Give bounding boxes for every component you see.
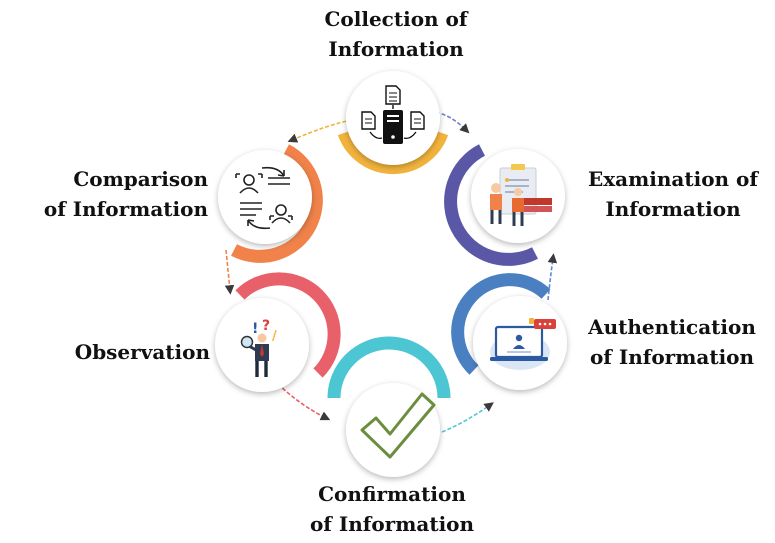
label-examination-line2: Information (605, 197, 741, 221)
arrow-examination-to-authentication (547, 253, 558, 301)
clipboard-person-icon (490, 164, 552, 226)
label-confirmation-line2: of Information (309, 512, 475, 536)
server-documents-icon (361, 85, 425, 144)
label-confirmation: Confirmation of Information (280, 479, 504, 539)
circle-comparison (218, 150, 312, 244)
people-compare-icon (235, 166, 293, 230)
arc-observation (235, 272, 341, 378)
arrow-confirmation-to-observation (277, 383, 331, 421)
label-examination: Examination of Information (578, 164, 768, 224)
arrow-comparison-to-collection (287, 119, 353, 143)
arc-collection (337, 130, 449, 175)
arc-authentication (451, 273, 551, 375)
person-magnifier-icon: ! ? / (240, 318, 277, 377)
label-observation-line1: Observation (74, 340, 210, 364)
arrow-collection-to-examination (435, 111, 470, 134)
label-authentication-line2: of Information (589, 345, 755, 369)
label-examination-line1: Examination of (587, 167, 758, 191)
label-authentication: Authentication of Information (574, 312, 770, 372)
label-comparison: Comparison of Information (8, 164, 208, 224)
svg-text:/: / (272, 329, 277, 344)
label-collection-line1: Collection of (324, 7, 468, 31)
label-collection-line2: Information (328, 37, 464, 61)
arc-comparison (231, 144, 323, 263)
label-collection: Collection of Information (290, 4, 502, 64)
laptop-login-icon (490, 318, 556, 370)
label-observation: Observation (30, 337, 210, 367)
checkmark-icon (360, 392, 436, 459)
label-confirmation-line1: Confirmation (318, 482, 466, 506)
svg-text:!: ! (252, 321, 258, 337)
connector-arrows (224, 111, 558, 433)
arrow-observation-to-comparison (224, 249, 235, 295)
label-comparison-line2: of Information (43, 197, 208, 221)
svg-text:?: ? (262, 318, 270, 334)
label-comparison-line1: Comparison (73, 167, 208, 191)
arc-bands (231, 130, 551, 399)
arc-confirmation (327, 336, 451, 399)
label-authentication-line1: Authentication (588, 315, 756, 339)
arrow-authentication-to-confirmation (441, 402, 494, 433)
arc-examination (444, 144, 538, 266)
